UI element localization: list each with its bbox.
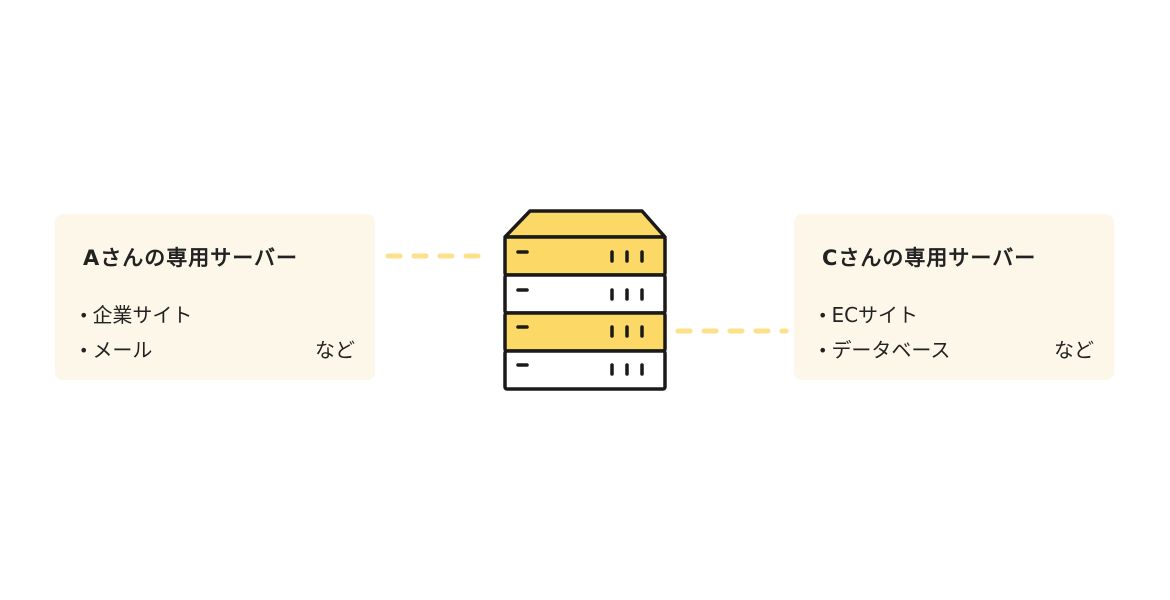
server-card-a: Aさんの専用サーバー •企業サイト •メール など <box>55 214 375 380</box>
use-label: ECサイト <box>831 303 919 327</box>
bullet-icon: • <box>79 306 89 325</box>
connector-right <box>675 328 789 334</box>
bullet-icon: • <box>818 306 828 325</box>
server-rack-icon <box>503 209 667 391</box>
use-label: データベース <box>831 338 951 362</box>
server-card-c: Cさんの専用サーバー •ECサイト •データベース など <box>794 214 1114 380</box>
list-item: •ECサイト <box>818 298 950 333</box>
list-item: •メール <box>79 333 192 368</box>
use-label: メール <box>92 338 153 362</box>
list-item: •データベース <box>818 333 950 368</box>
server-unit-3 <box>503 311 667 353</box>
etc-label: など <box>315 338 355 362</box>
server-unit-2 <box>503 273 667 315</box>
server-unit-1 <box>503 235 667 277</box>
etc-label: など <box>1054 338 1094 362</box>
bullet-icon: • <box>818 341 828 360</box>
server-card-a-title: Aさんの専用サーバー <box>83 246 299 270</box>
server-card-c-title: Cさんの専用サーバー <box>822 246 1037 270</box>
server-card-a-uses: •企業サイト •メール <box>79 298 192 368</box>
bullet-icon: • <box>79 341 89 360</box>
server-unit-4 <box>503 349 667 391</box>
server-card-c-uses: •ECサイト •データベース <box>818 298 950 368</box>
list-item: •企業サイト <box>79 298 192 333</box>
server-top-cap <box>503 209 667 239</box>
connector-left <box>385 253 495 259</box>
use-label: 企業サイト <box>92 303 193 327</box>
